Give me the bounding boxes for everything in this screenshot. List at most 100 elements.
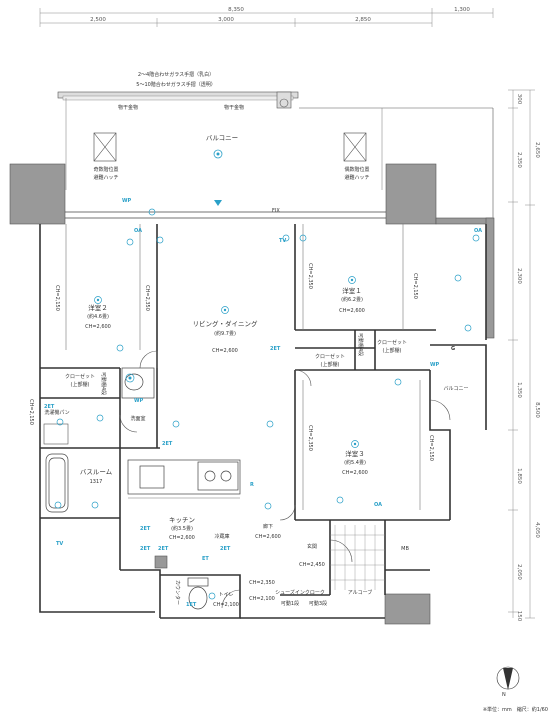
room3-ch-left: CH=2,350 [307, 425, 313, 451]
entrance-ch: CH=2,450 [299, 562, 325, 568]
dim-seg-3: 2,850 [355, 17, 371, 23]
room2-ch: CH=2,600 [85, 324, 111, 330]
mb-label: MB [401, 546, 409, 552]
room1-name: 洋室１ [342, 286, 362, 295]
dim-r3: 2,350 [516, 152, 522, 168]
dim-r5: 1,350 [516, 382, 522, 398]
closet-a: クローゼット [65, 373, 95, 380]
room1-ch-left: CH=2,350 [307, 263, 313, 289]
left-ch: CH=2,150 [28, 399, 34, 425]
room1-size: (約6.2畳) [341, 296, 363, 303]
twoet-icon-k4: 2ET [220, 546, 231, 552]
door-swings [119, 350, 451, 609]
twoet-icon-living: 2ET [270, 346, 281, 352]
oneet-icon-toilet: 1ET [186, 602, 197, 608]
rail-note-2: 5〜10階合わせガラス手摺（透明） [136, 81, 215, 88]
north-label: N [502, 692, 506, 698]
twoet-icon-k2: 2ET [140, 546, 151, 552]
et-icon-fridge: ET [202, 556, 209, 562]
entry-arrow-icon [214, 200, 222, 206]
r-icon: R [250, 482, 254, 488]
twoet-icon-hall: 2ET [162, 441, 173, 447]
kitchen-size: (約3.5畳) [171, 525, 193, 532]
bathtub [45, 453, 69, 513]
hatch-left-line2: 避難ハッチ [93, 174, 118, 181]
shoes-shelf-2: 可動3段 [309, 600, 327, 607]
entrance-tiles [330, 525, 385, 590]
window-wall [65, 211, 386, 219]
dim-right-ext: 1,300 [454, 7, 470, 13]
oa-icon-room1: OA [474, 228, 482, 234]
kitchen-name: キッチン [169, 516, 195, 524]
balcony-label: バルコニー [206, 134, 238, 142]
dim-r4: 2,300 [516, 268, 522, 284]
living-size: (約9.7畳) [214, 330, 236, 337]
toilet-bowl [187, 577, 209, 610]
top-dimensions [39, 8, 494, 27]
closet-b-shelf: (上部棚) [383, 347, 402, 354]
room2-ch-left: CH=2,150 [54, 285, 60, 311]
kitchen-counter [127, 459, 241, 495]
closet-c: クローゼット [315, 353, 345, 360]
dim-r9: 2,050 [516, 564, 522, 580]
room2-name: 洋室２ [88, 303, 108, 312]
living-ch: CH=2,600 [212, 348, 238, 354]
washpan-label: 洗濯機パン [44, 409, 69, 416]
right-dimensions [508, 89, 535, 619]
fixture-centers [96, 278, 357, 446]
g-icon: G [451, 346, 455, 352]
hatch-right-line2: 避難ハッチ [344, 174, 369, 181]
scale-footnote: ※単位：mm 縮尺：約1/60 [483, 706, 548, 713]
shelf-tag-c: 可動棚4段 [357, 333, 364, 356]
evacuation-hatch-left [93, 132, 117, 162]
alcove-label: アルコーブ [348, 589, 373, 596]
hall-ch: CH=2,600 [255, 534, 281, 540]
rail-note-1: 2〜4階合わせガラス手摺（乳白） [138, 71, 214, 78]
room3-name: 洋室３ [345, 449, 365, 458]
room3-size: (約5.4畳) [344, 459, 366, 466]
laundry-rod-right: 物干金物 [224, 104, 244, 111]
tv-icon-bath: TV [56, 541, 63, 547]
shoes-closet: シューズインクローク [275, 589, 325, 596]
dim-r2: 2,650 [534, 142, 540, 158]
laundry-rod-left: 物干金物 [118, 104, 138, 111]
wp-icon-wash: WP [134, 398, 144, 404]
wp-icon-top: WP [122, 198, 132, 204]
ch-2350: CH=2,350 [249, 580, 275, 586]
hatch-right-line1: 偶数階位置 [344, 166, 369, 173]
closet-a-shelf: (上部棚) [71, 381, 90, 388]
balcony-area [57, 91, 494, 218]
bath-name: バスルーム [80, 468, 113, 476]
room3-ch: CH=2,600 [342, 470, 368, 476]
bath-size: 1317 [90, 479, 103, 485]
living-name: リビング・ダイニング [193, 319, 259, 328]
electrical-fixtures [54, 208, 480, 600]
room2-size: (約4.6畳) [87, 313, 109, 320]
twoet-icon-k3: 2ET [158, 546, 169, 552]
washroom-label: 洗面室 [130, 415, 145, 422]
kitchen-ch: CH=2,600 [169, 535, 195, 541]
dim-r1: 300 [516, 94, 522, 105]
tv-icon-living: TV [279, 238, 286, 244]
fridge-label: 冷蔵庫 [214, 533, 229, 540]
dim-seg-2: 3,000 [218, 17, 234, 23]
dim-r10: 150 [516, 611, 522, 622]
twoet-icon-kitchen: 2ET [140, 526, 151, 532]
toilet-ch: CH=2,100 [213, 602, 239, 608]
evacuation-hatch-right [343, 132, 367, 162]
room1-ch: CH=2,600 [339, 308, 365, 314]
north-arrow-icon [496, 666, 520, 690]
room3-ch-right: CH=2,150 [428, 435, 434, 461]
shoes-shelf-1: 可動1段 [281, 600, 299, 607]
washer-pan [43, 423, 69, 445]
dim-r8: 4,050 [534, 522, 540, 538]
twoet-icon-wash: 2ET [44, 404, 55, 410]
balcony2-label: バルコニー [444, 386, 469, 392]
room1-ch-right: CH=2,150 [412, 273, 418, 299]
interior-walls [39, 224, 487, 619]
ch-2100: CH=2,100 [249, 596, 275, 602]
dim-r7: 1,850 [516, 468, 522, 484]
entrance-name: 玄関 [307, 543, 317, 550]
hall-name: 廊下 [263, 523, 273, 530]
